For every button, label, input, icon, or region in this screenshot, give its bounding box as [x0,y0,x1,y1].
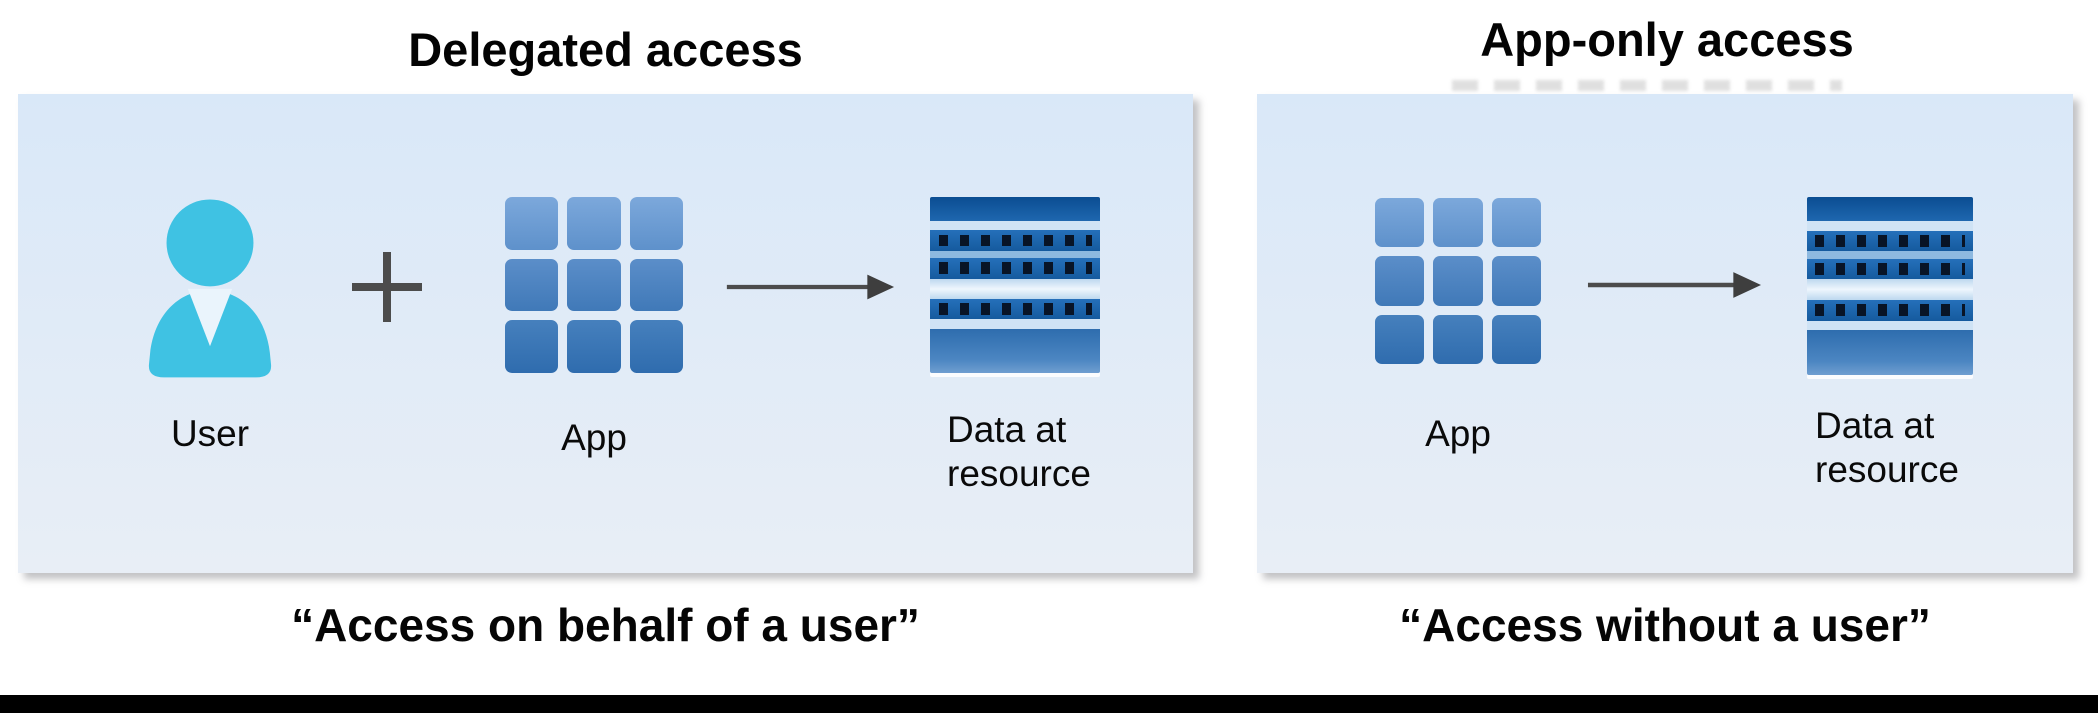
app-grid-icon [505,197,683,373]
arrow-right-icon [1585,267,1763,303]
app-tile [1491,256,1541,306]
resource-label-line2: resource [947,453,1091,494]
resource-label: Data at resource [1815,404,2045,492]
delegated-access-panel: User App [18,94,1193,573]
app-label: App [1425,413,1491,454]
app-tile [1375,314,1425,364]
bottom-black-bar [0,695,2098,713]
app-grid-icon [1375,198,1541,364]
app-tile [567,197,621,250]
app-tile [1375,256,1425,306]
app-tile [505,320,559,373]
app-tile [505,258,559,312]
app-only-access-panel: App Data at resource [1257,94,2073,573]
app-tile [629,197,683,250]
app-tile [567,320,621,373]
resource-label-line2: resource [1815,449,1959,490]
app-tile [629,258,683,312]
app-tile [1491,198,1541,248]
user-label: User [170,413,250,454]
app-tile [505,197,559,250]
app-only-access-caption: “Access without a user” [1399,599,1931,651]
erased-text-artifact [1452,80,1842,91]
app-tile [1491,314,1541,364]
app-tile [567,258,621,312]
delegated-access-caption: “Access on behalf of a user” [291,599,920,651]
app-tile [1433,198,1483,248]
user-icon [128,192,292,384]
database-icon [930,197,1100,373]
app-only-access-title: App-only access [1480,13,1854,66]
app-label: App [561,417,627,458]
app-tile [629,320,683,373]
resource-label-line1: Data at [1815,405,1935,446]
arrow-right-icon [724,269,896,305]
app-tile [1375,198,1425,248]
resource-label-line1: Data at [947,409,1067,450]
delegated-access-title: Delegated access [408,23,803,76]
plus-icon [352,252,422,322]
database-icon [1807,197,1973,375]
resource-label: Data at resource [947,408,1177,496]
app-tile [1433,314,1483,364]
app-tile [1433,256,1483,306]
